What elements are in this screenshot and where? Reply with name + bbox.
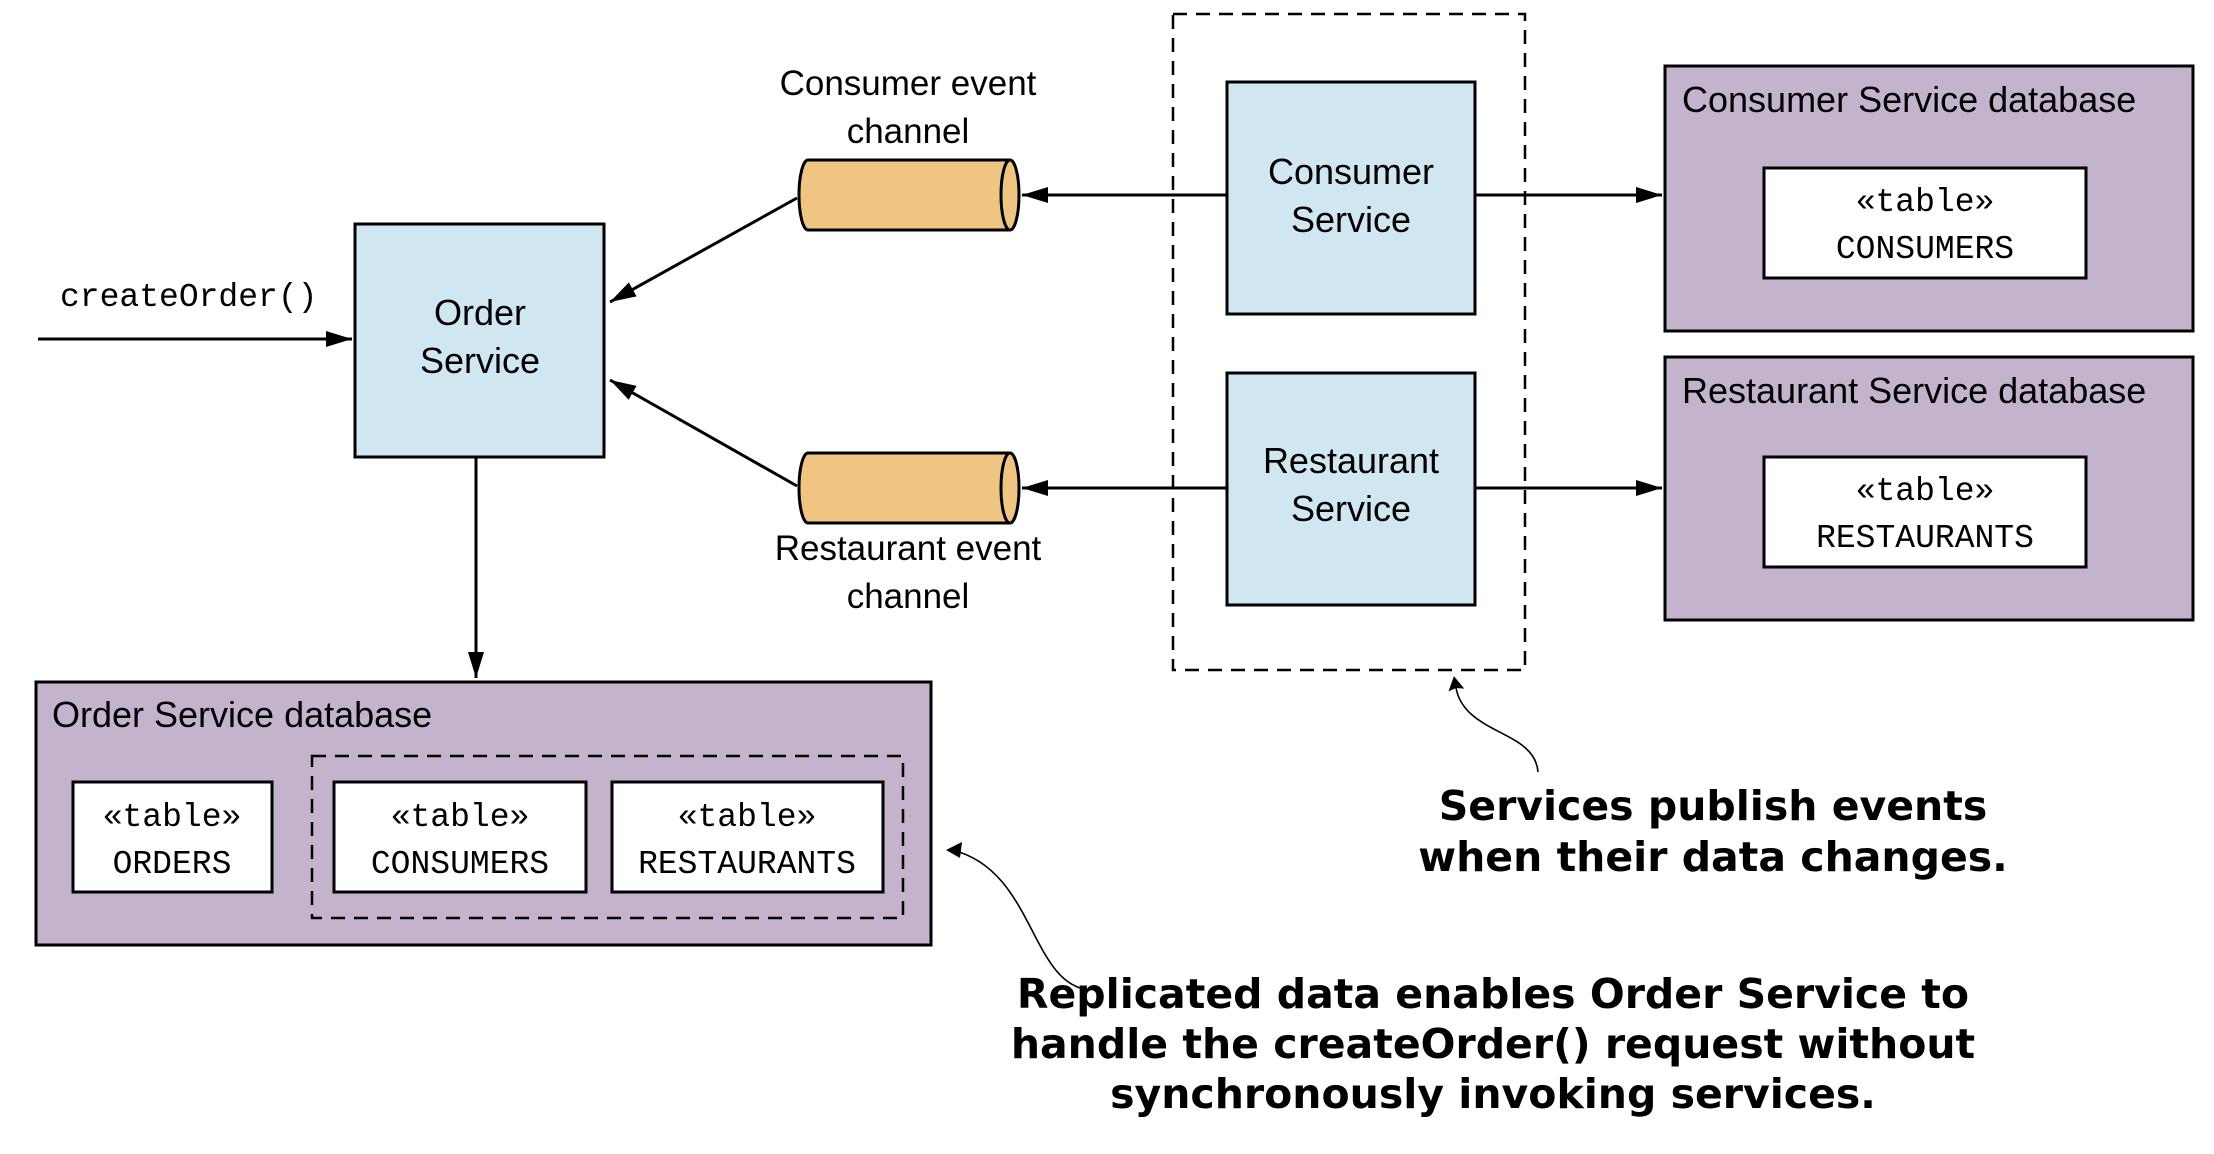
create-order-call: createOrder() [38,279,352,347]
order-db-table-restaurants-name: RESTAURANTS [638,846,856,883]
publishing-services-group [1171,12,1527,672]
annotation-publish: Services publish events when their data … [1418,676,2008,881]
annotation-publish-line2: when their data changes. [1418,833,2008,881]
consumer-service-label-line1: Consumer [1268,151,1434,192]
restaurant-db-table [1762,455,2088,569]
annotation-publish-leader [1455,687,1539,773]
create-order-label: createOrder() [60,279,317,316]
annotation-replicated-line1: Replicated data enables Order Service to [1017,970,1969,1018]
restaurant-event-channel: Restaurant event channel [775,451,1042,616]
restaurant-channel-label-line2: channel [847,577,970,616]
annotation-publish-arrowhead [1448,676,1465,692]
restaurant-service-database: Restaurant Service database «table» REST… [1663,355,2195,622]
order-db-table-restaurants-stereotype: «table» [678,799,817,836]
consumer-service-database: Consumer Service database «table» CONSUM… [1663,64,2195,333]
restaurant-channel-cylinder-end [999,451,1011,525]
annotation-replicated-line2: handle the createOrder() request without [1011,1020,1975,1068]
order-db-table-consumers-stereotype: «table» [391,799,530,836]
restaurant-channel-label-line1: Restaurant event [775,529,1042,568]
order-db-table-orders-stereotype: «table» [103,799,242,836]
restaurant-db-table-stereotype: «table» [1856,473,1995,510]
order-service-box [353,222,606,459]
replicated-tables-group [310,754,905,920]
restaurant-channel-to-order-arrow [609,378,798,488]
order-service-label-line2: Service [420,340,540,381]
restaurant-service-label-line2: Service [1291,488,1411,529]
consumer-db-title: Consumer Service database [1682,79,2136,120]
consumer-event-channel: Consumer event channel [780,64,1037,232]
order-service: Order Service [353,222,606,459]
order-service-label-line1: Order [434,292,526,333]
order-db-table-consumers-name: CONSUMERS [371,846,549,883]
consumer-service: Consumer Service [1225,80,1477,316]
order-db-table-orders-name: ORDERS [113,846,232,883]
restaurant-db-title: Restaurant Service database [1682,370,2146,411]
consumer-channel-label-line1: Consumer event [780,64,1037,103]
consumer-db-table-name: CONSUMERS [1836,231,2014,268]
order-db-table-orders [71,780,274,894]
restaurant-service-label-line1: Restaurant [1263,440,1439,481]
annotation-publish-line1: Services publish events [1439,782,1988,830]
annotation-replicated: Replicated data enables Order Service to… [946,842,1975,1118]
annotation-replicated-line3: synchronously invoking services. [1110,1070,1876,1118]
annotation-replicated-leader [951,849,1091,991]
order-service-database: Order Service database «table» ORDERS «t… [34,680,933,947]
restaurant-db-table-name: RESTAURANTS [1816,520,2034,557]
consumer-db-table-stereotype: «table» [1856,184,1995,221]
consumer-db-table [1762,166,2088,280]
annotation-replicated-arrowhead [946,842,962,858]
consumer-channel-to-order-arrow [609,196,798,304]
consumer-service-label-line2: Service [1291,199,1411,240]
consumer-channel-cylinder-end [999,158,1011,232]
consumer-service-box [1225,80,1477,316]
order-db-table-consumers [332,780,588,894]
consumer-channel-cylinder [797,158,1021,232]
restaurant-service: Restaurant Service [1225,371,1477,607]
order-db-title: Order Service database [52,694,432,735]
consumer-channel-label-line2: channel [847,112,970,151]
restaurant-db-box [1663,355,2195,622]
order-db-table-restaurants [610,780,885,894]
restaurant-channel-cylinder [797,451,1021,525]
